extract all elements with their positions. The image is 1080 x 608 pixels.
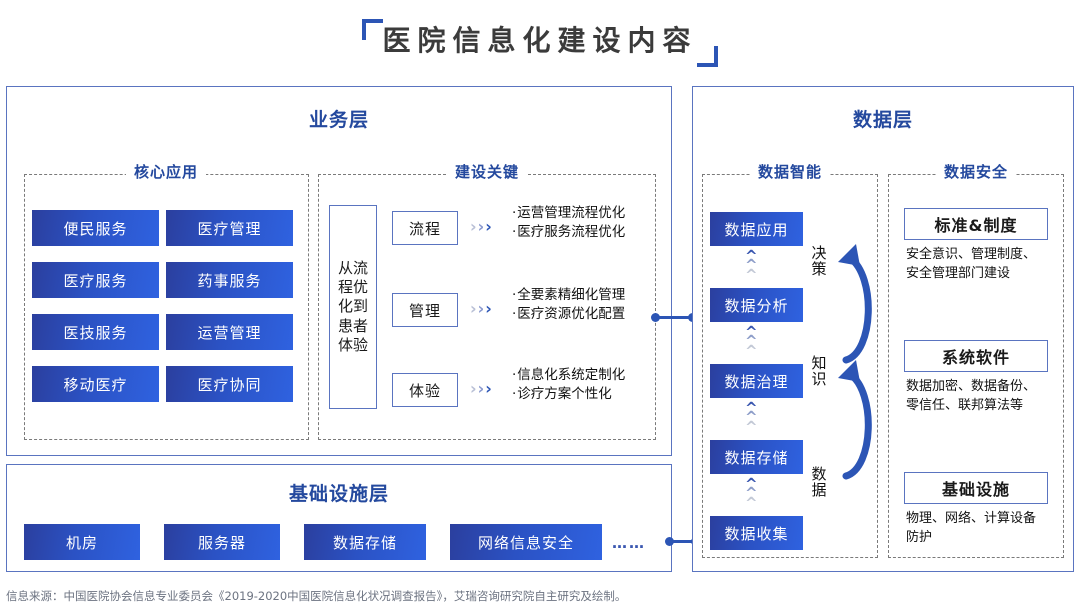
bullet-item: 诊疗方案个性化 [512, 385, 625, 404]
flow-label-knowledge: 知识 [811, 354, 827, 389]
bullet-item: 全要素精细化管理 [512, 286, 625, 305]
data-stage-chip[interactable]: 数据治理 [710, 364, 803, 398]
core-app-chip[interactable]: 医疗管理 [166, 210, 293, 246]
core-apps-heading: 核心应用 [125, 161, 207, 182]
security-card-desc: 物理、网络、计算设备防护 [906, 511, 1037, 545]
security-card-title: 系统软件 [904, 340, 1048, 372]
bullet-item: 运营管理流程优化 [512, 204, 625, 223]
infrastructure-chip[interactable]: 服务器 [164, 524, 280, 560]
chevron-right-icon: ››› [470, 299, 492, 318]
core-app-chip[interactable]: 医技服务 [32, 314, 159, 350]
connector-line-bottom [669, 540, 695, 543]
connector-line-top [655, 316, 693, 319]
infrastructure-ellipsis: …… [612, 534, 646, 552]
curved-arrow-upper-icon [838, 244, 872, 364]
core-app-chip[interactable]: 便民服务 [32, 210, 159, 246]
core-app-chip[interactable]: 移动医疗 [32, 366, 159, 402]
key-row-bullets: 全要素精细化管理 医疗资源优化配置 [512, 286, 625, 324]
security-card-title: 标准&制度 [904, 208, 1048, 240]
key-row-bullets: 信息化系统定制化 诊疗方案个性化 [512, 366, 625, 404]
core-app-chip[interactable]: 运营管理 [166, 314, 293, 350]
curved-arrow-lower-icon [838, 360, 872, 480]
data-intelligence-heading: 数据智能 [749, 161, 831, 182]
key-row-label: 流程 [392, 211, 458, 245]
data-layer-heading: 数据层 [852, 109, 913, 131]
chevron-up-icon: ^^^ [745, 399, 758, 436]
bullet-item: 信息化系统定制化 [512, 366, 625, 385]
infrastructure-layer-heading: 基础设施层 [288, 483, 389, 505]
business-layer-heading: 业务层 [308, 109, 369, 131]
bullet-item: 医疗资源优化配置 [512, 305, 625, 324]
bullet-item: 医疗服务流程优化 [512, 223, 625, 242]
page-title: 医院信息化建设内容 [0, 6, 1080, 76]
infrastructure-chip[interactable]: 网络信息安全 [450, 524, 602, 560]
data-stage-chip[interactable]: 数据应用 [710, 212, 803, 246]
chevron-right-icon: ››› [470, 379, 492, 398]
chevron-up-icon: ^^^ [745, 247, 758, 284]
bracket-bottom-right-icon [696, 46, 718, 67]
key-row-label: 体验 [392, 373, 458, 407]
core-app-chip[interactable]: 医疗协同 [166, 366, 293, 402]
chevron-up-icon: ^^^ [745, 323, 758, 360]
chevron-up-icon: ^^^ [745, 475, 758, 512]
chevron-right-icon: ››› [470, 217, 492, 236]
data-stage-chip[interactable]: 数据收集 [710, 516, 803, 550]
data-stage-chip[interactable]: 数据存储 [710, 440, 803, 474]
data-stage-chip[interactable]: 数据分析 [710, 288, 803, 322]
core-app-chip[interactable]: 药事服务 [166, 262, 293, 298]
infrastructure-chip[interactable]: 数据存储 [304, 524, 426, 560]
key-row-label: 管理 [392, 293, 458, 327]
security-card-desc: 安全意识、管理制度、安全管理部门建设 [906, 247, 1037, 281]
flow-label-decision: 决策 [811, 244, 827, 279]
source-footer: 信息来源：中国医院协会信息专业委员会《2019-2020中国医院信息化状况调查报… [6, 589, 627, 603]
data-security-heading: 数据安全 [935, 161, 1017, 182]
security-card-desc: 数据加密、数据备份、零信任、联邦算法等 [906, 379, 1037, 413]
key-construction-heading: 建设关键 [446, 161, 528, 182]
journey-vertical-label: 从流程优化到患者体验 [329, 205, 377, 409]
key-row-bullets: 运营管理流程优化 医疗服务流程优化 [512, 204, 625, 242]
core-app-chip[interactable]: 医疗服务 [32, 262, 159, 298]
title-text: 医院信息化建设内容 [382, 24, 698, 57]
journey-vertical-text: 从流程优化到患者体验 [337, 259, 368, 354]
security-card-title: 基础设施 [904, 472, 1048, 504]
infrastructure-chip[interactable]: 机房 [24, 524, 140, 560]
flow-label-data: 数据 [811, 465, 827, 500]
bracket-top-left-icon [362, 19, 384, 40]
